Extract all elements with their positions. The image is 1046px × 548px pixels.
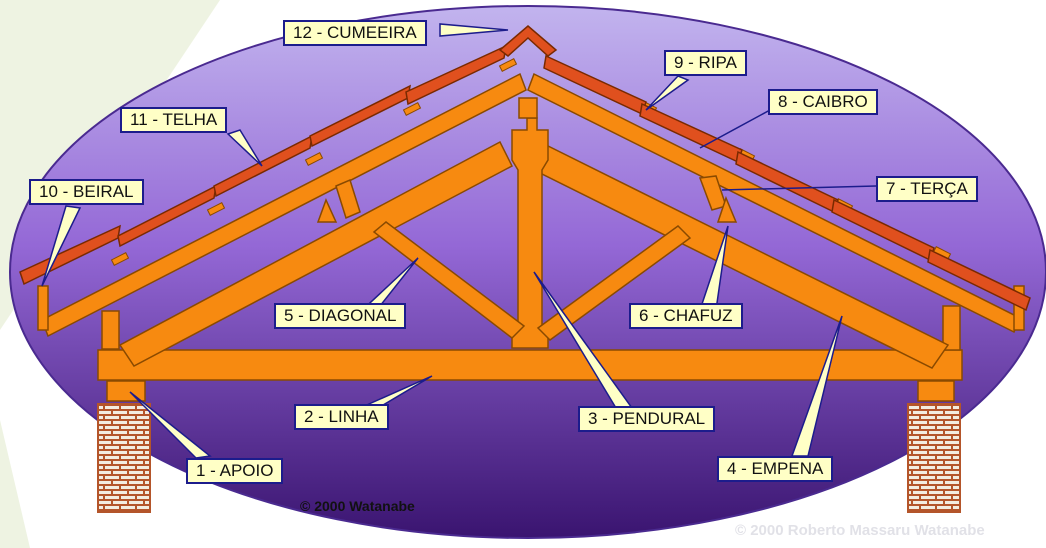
apoio-block-left	[106, 380, 146, 402]
leader-terca	[721, 185, 877, 191]
label-apoio: 1 - APOIO	[186, 458, 284, 484]
label-terca: 7 - TERÇA	[876, 176, 978, 202]
telhas-right	[543, 54, 1031, 312]
leader-apoio	[129, 391, 212, 459]
brick-pier-left	[97, 403, 151, 513]
chafuz-right	[716, 195, 738, 223]
cumeeira-tile	[498, 25, 558, 57]
watermark-text: © 2000 Roberto Massaru Watanabe	[735, 522, 985, 539]
terca-left	[335, 178, 361, 220]
beiral-board-left	[37, 285, 49, 331]
apoio-block-right	[917, 380, 955, 402]
leader-beiral	[41, 205, 82, 287]
label-empena: 4 - EMPENA	[717, 456, 834, 482]
label-linha: 2 - LINHA	[294, 404, 389, 430]
caibro-right	[527, 72, 1021, 334]
pendural-top	[518, 97, 538, 119]
chafuz-left	[316, 198, 338, 223]
brick-pier-right	[907, 403, 961, 513]
ripas-left	[110, 58, 518, 266]
leader-cumeeira	[439, 23, 509, 37]
label-cumeeira: 12 - CUMEEIRA	[283, 20, 427, 46]
end-post-right	[942, 305, 961, 351]
pendural-post	[511, 117, 549, 349]
leader-telha	[226, 129, 263, 167]
leader-caibro	[699, 109, 771, 149]
end-post-left	[101, 310, 120, 350]
linha-beam	[97, 349, 963, 381]
label-diagonal: 5 - DIAGONAL	[274, 303, 407, 329]
empena-left	[118, 140, 513, 367]
label-ripa: 9 - RIPA	[664, 50, 747, 76]
background-wedge-bottom	[0, 420, 30, 548]
label-telha: 11 - TELHA	[120, 107, 228, 133]
telhas-left	[19, 44, 507, 286]
copyright-text: © 2000 Watanabe	[300, 498, 415, 514]
diagonal-left	[372, 221, 526, 339]
leader-ripa	[645, 75, 690, 111]
label-beiral: 10 - BEIRAL	[29, 179, 144, 205]
label-caibro: 8 - CAIBRO	[768, 89, 878, 115]
leader-lines	[41, 23, 877, 459]
label-pendural: 3 - PENDURAL	[578, 406, 716, 432]
label-chafuz: 6 - CHAFUZ	[629, 303, 743, 329]
diagonal-right	[536, 225, 692, 341]
